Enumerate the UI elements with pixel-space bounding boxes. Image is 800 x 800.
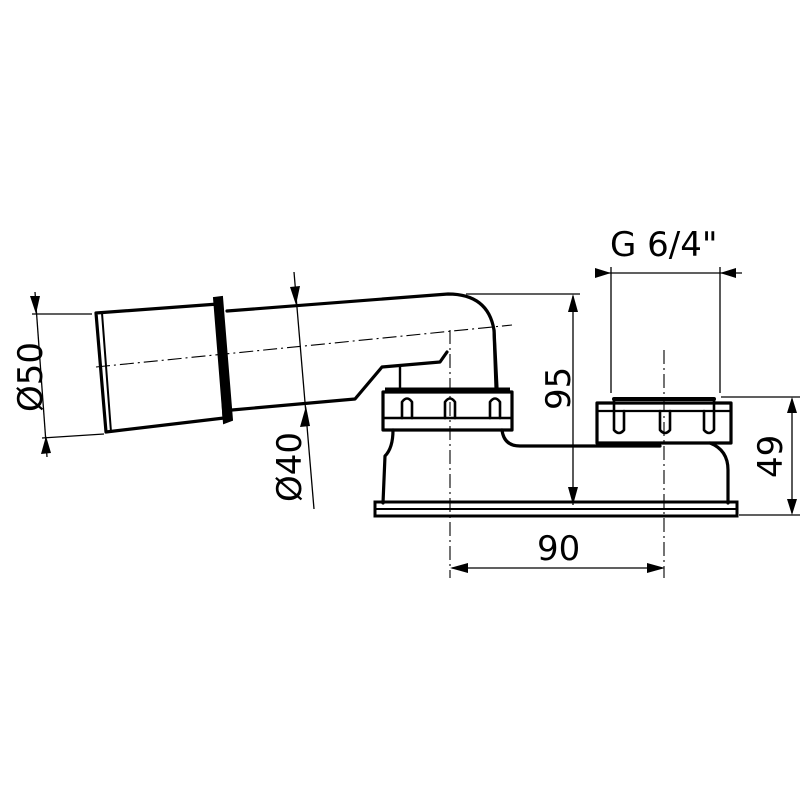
dimension-thread — [595, 267, 742, 393]
dimension-height-49 — [721, 396, 800, 516]
dimension-center-distance — [450, 563, 665, 573]
dim-label-pipe-diameter: Ø40 — [270, 432, 310, 502]
dim-label-height-95: 95 — [539, 367, 579, 410]
dim-label-center-distance: 90 — [537, 529, 580, 569]
dim-label-height-49: 49 — [751, 435, 791, 478]
base-plate — [373, 500, 739, 518]
dim-label-outlet-diameter: Ø50 — [11, 342, 51, 412]
dim-label-thread: G 6/4" — [610, 225, 718, 265]
outlet-pipe-50 — [94, 295, 234, 434]
dimension-outlet-diameter — [30, 291, 105, 458]
pipe-40-elbow — [225, 292, 499, 412]
siphon-cup — [381, 428, 662, 505]
dimension-pipe-diameter — [290, 271, 315, 510]
siphon-nut-left — [381, 387, 514, 432]
center-lines — [95, 324, 665, 578]
dimension-height-95 — [466, 293, 580, 505]
